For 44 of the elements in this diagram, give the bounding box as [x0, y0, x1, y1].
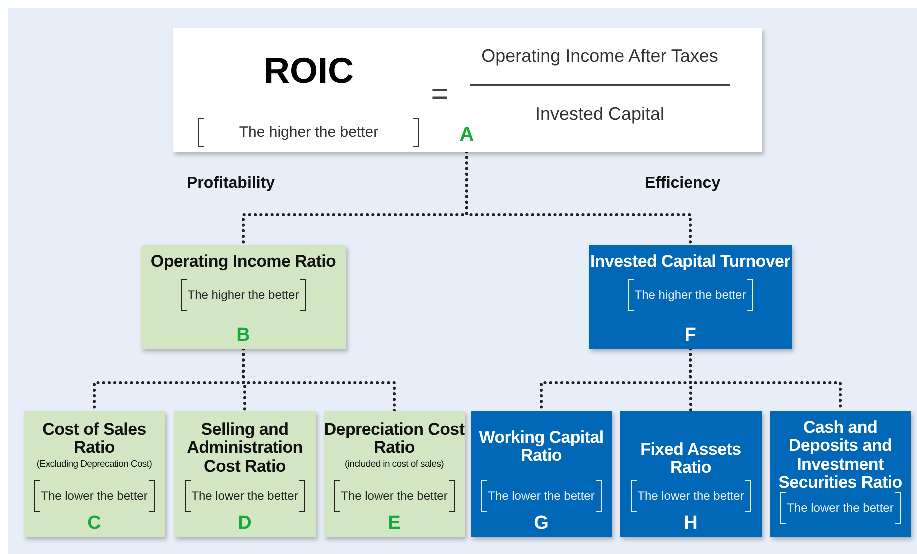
- bracketed-note: The lower the better: [334, 480, 455, 512]
- equals-sign: =: [431, 78, 449, 112]
- node-letter: D: [238, 514, 252, 533]
- bracketed-note: The lower the better: [630, 480, 752, 512]
- metric-box: [770, 411, 911, 537]
- node-letter: H: [684, 514, 698, 533]
- node-title: Fixed Assets Ratio: [640, 441, 742, 478]
- node-title: Operating Income Ratio: [150, 253, 336, 272]
- node-title: Depreciation Cost Ratio: [324, 421, 465, 458]
- node-letter: E: [388, 514, 401, 533]
- node-title: Selling and Administration Cost Ratio: [186, 421, 304, 476]
- bracketed-note: The higher the better: [628, 279, 754, 312]
- node-letter: F: [684, 326, 696, 345]
- branch-label: Profitability: [187, 175, 276, 193]
- metric-box: [471, 411, 612, 537]
- node-letter: A: [460, 124, 474, 147]
- bracketed-note: The higher the better: [180, 279, 306, 312]
- node-letter: B: [236, 326, 250, 345]
- formula-box: [173, 28, 762, 152]
- node-title: Cash and Deposits and Investment Securities Ratio: [778, 419, 904, 492]
- node-title: Invested Capital Turnover: [590, 253, 790, 272]
- bracketed-note: The lower the better: [184, 480, 306, 512]
- numerator: Operating Income After Taxes: [482, 46, 718, 67]
- denominator: Invested Capital: [535, 104, 665, 125]
- node-title: Cost of Sales Ratio: [42, 421, 148, 458]
- connector-line: [466, 150, 692, 246]
- metric-box: [620, 411, 762, 537]
- node-title: Working Capital Ratio: [478, 429, 605, 466]
- connector-line: [242, 348, 396, 412]
- node-subtitle: (included in cost of sales): [344, 458, 444, 470]
- formula-name: ROIC: [264, 50, 354, 92]
- node-letter: C: [88, 514, 102, 533]
- bracketed-note: The higher the better: [198, 118, 420, 147]
- metric-box: [141, 245, 346, 349]
- metric-box: [24, 411, 165, 537]
- metric-box: [589, 245, 792, 349]
- metric-box: [174, 411, 316, 537]
- node-subtitle: (Excluding Deprecation Cost): [36, 458, 152, 470]
- bracketed-note: The lower the better: [481, 480, 602, 512]
- bracketed-note: The lower the better: [780, 492, 901, 524]
- bracketed-note: The lower the better: [34, 480, 155, 512]
- node-letter: G: [534, 514, 549, 533]
- metric-box: [324, 411, 465, 537]
- branch-label: Efficiency: [645, 175, 721, 193]
